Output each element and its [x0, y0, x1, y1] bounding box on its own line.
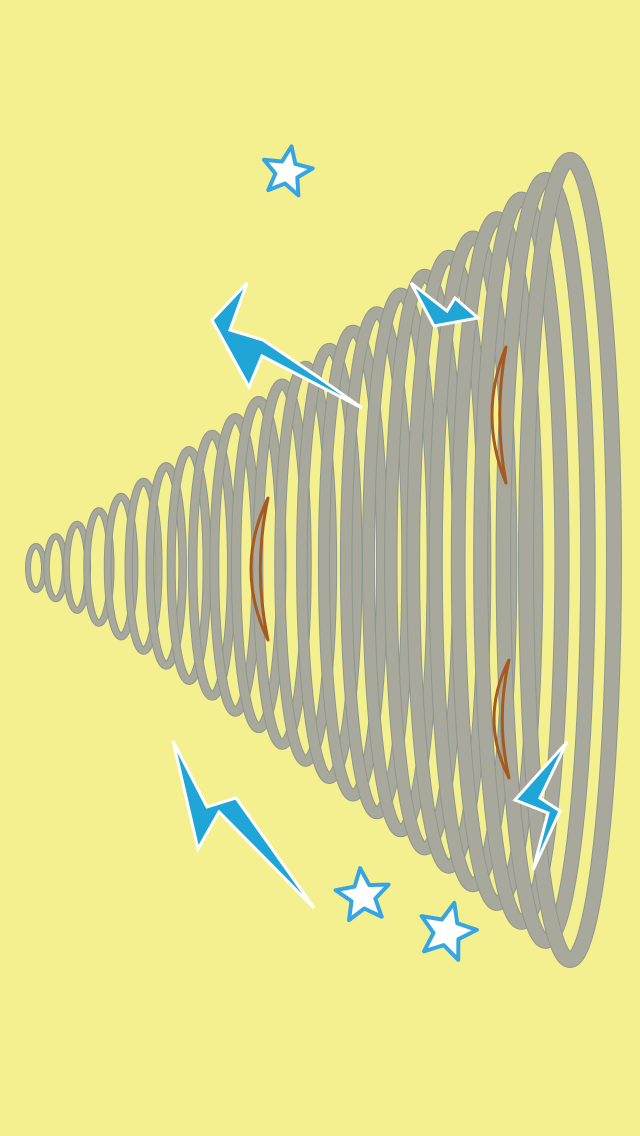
- tornado-ring: [518, 152, 622, 968]
- tornado-ring: [166, 446, 212, 685]
- tornado-mouth: [249, 496, 270, 642]
- tornado-ring: [317, 324, 389, 802]
- star-icon: [419, 900, 479, 962]
- star-icon: [333, 866, 391, 923]
- tornado[interactable]: [25, 152, 622, 968]
- tornado-ring: [274, 360, 338, 767]
- tornado-ring: [103, 492, 139, 641]
- tornado-face: [249, 345, 511, 780]
- stars: [262, 144, 479, 962]
- tornado-ring: [495, 171, 596, 949]
- tornado-eye: [490, 345, 508, 485]
- lightning-bolt-icon: [210, 281, 363, 410]
- tornado-ring: [450, 211, 544, 911]
- tornado-ring: [296, 342, 363, 785]
- lightning-bolt-icon: [512, 740, 569, 871]
- lightning-bolts: [171, 281, 569, 910]
- lightning-bolt-icon: [409, 281, 482, 328]
- tornado-ring: [124, 477, 163, 655]
- tornado-ring: [145, 462, 187, 670]
- tornado-eye: [492, 658, 511, 780]
- star-icon: [262, 144, 315, 198]
- lightning-bolt-icon: [171, 740, 316, 910]
- tornado-ring: [473, 191, 570, 930]
